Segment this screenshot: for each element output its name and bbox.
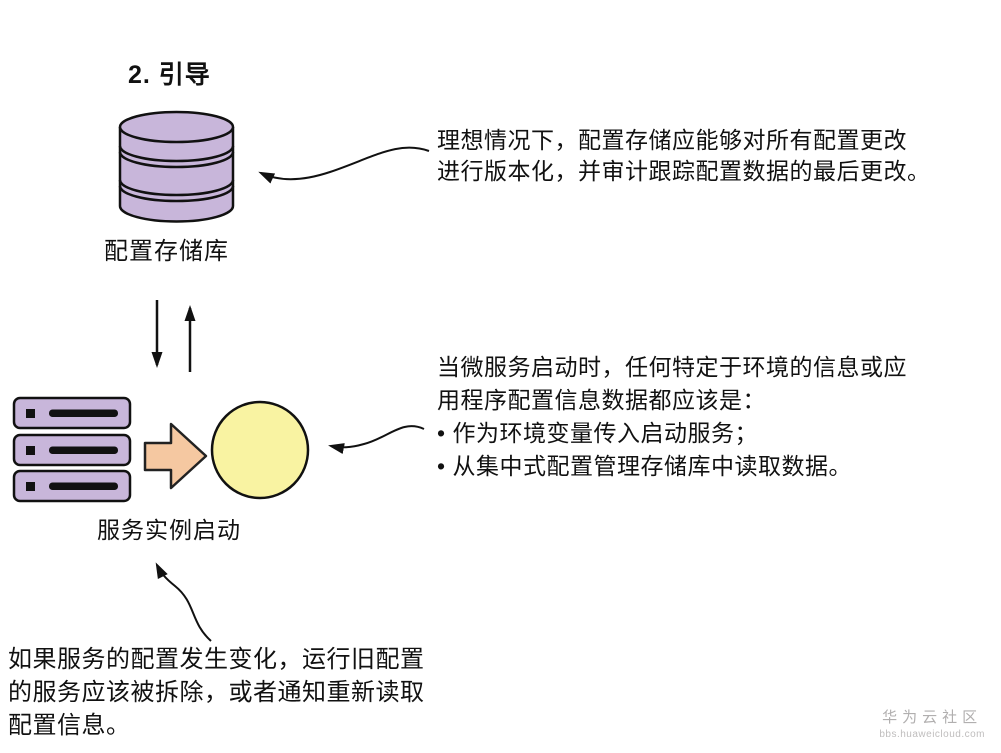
annotation-arrow-bottom [155, 562, 212, 642]
server-unit [12, 469, 132, 503]
config-store-label: 配置存储库 [104, 239, 229, 265]
annotation-config-change: 如果服务的配置发生变化，运行旧配置 的服务应该被拆除，或者通知重新读取 配置信息… [8, 646, 425, 739]
annotation-config-store: 理想情况下，配置存储应能够对所有配置更改 进行版本化，并审计跟踪配置数据的最后更… [437, 127, 931, 184]
watermark: 华为云社区 bbs.huaweicloud.com [879, 706, 985, 740]
annotation-arrow-top [258, 146, 430, 184]
annotation-arrow-middle [328, 425, 425, 454]
service-instance-circle [210, 400, 310, 500]
service-instance-label: 服务实例启动 [97, 518, 241, 543]
database-cylinder-icon [118, 110, 235, 223]
launch-block-arrow [143, 422, 208, 490]
server-stack-icon [12, 396, 132, 503]
slide-title: 2. 引导 [128, 61, 211, 89]
server-unit [12, 396, 132, 430]
watermark-site-url: bbs.huaweicloud.com [879, 729, 985, 740]
watermark-site-name: 华为云社区 [882, 709, 983, 726]
annotation-service-start: 当微服务启动时，任何特定于环境的信息或应 用程序配置信息数据都应该是： • 作为… [437, 354, 907, 479]
server-unit [12, 433, 132, 467]
